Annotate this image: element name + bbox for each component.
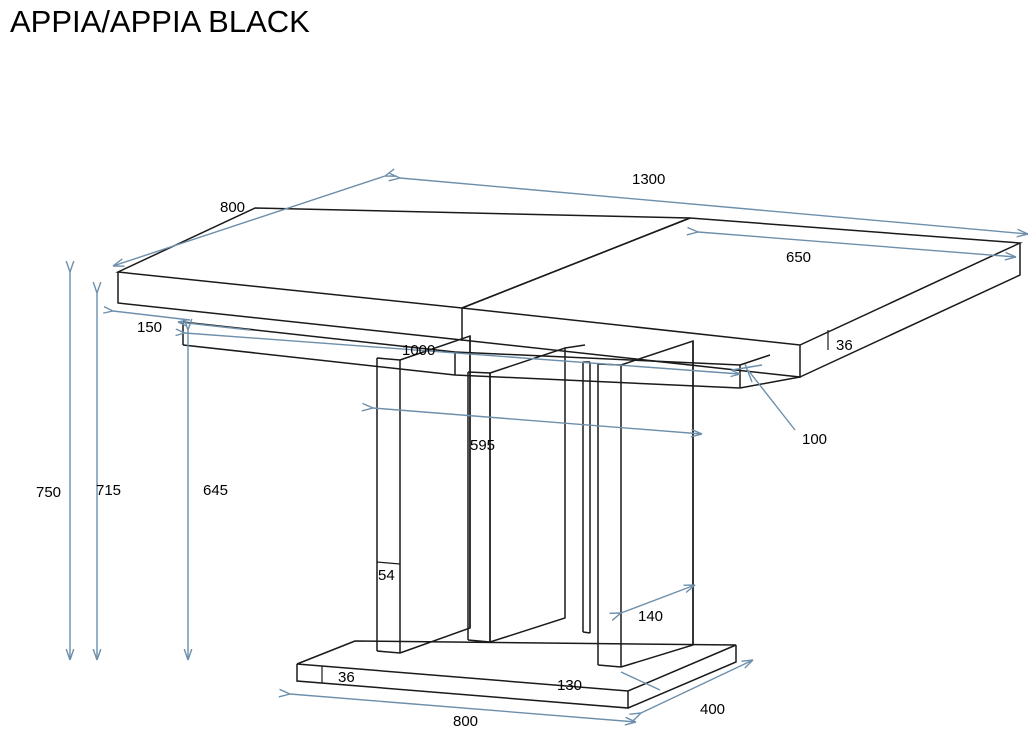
dim-line-width-1300: [400, 178, 1028, 234]
pedestal-center-panel: [467, 344, 586, 644]
page-title: APPIA/APPIA BLACK: [10, 4, 310, 39]
dim-line-base-inset-130: [620, 671, 661, 691]
label-panel-54: 54: [378, 567, 395, 584]
dim-line-apron-1000: [185, 333, 740, 374]
pedestal-inner-panel: [582, 361, 591, 634]
label-leaf-650: 650: [786, 249, 811, 266]
leader-line-edge-100: [747, 369, 796, 431]
leader-tick2-edge-100: [731, 364, 763, 371]
dim-line-base-depth-400: [641, 660, 753, 713]
label-depth-800: 800: [220, 199, 245, 216]
label-edge-100: 100: [802, 431, 827, 448]
dim-line-overhang-150a: [113, 311, 191, 321]
label-thickness-36: 36: [836, 337, 853, 354]
label-height-645: 645: [203, 482, 228, 499]
label-base-thickness-36: 36: [338, 669, 355, 686]
label-base-inset-130: 130: [557, 677, 582, 694]
label-depth-140: 140: [638, 608, 663, 625]
label-base-depth-400: 400: [700, 701, 725, 718]
label-height-750: 750: [36, 484, 61, 501]
label-overhang-150: 150: [137, 319, 162, 336]
dim-line-leaf-650: [698, 232, 1016, 257]
dim-line-overhang-150b: [178, 322, 251, 331]
dim-line-pedestal-595: [373, 408, 702, 434]
table-geometry: [115, 207, 1023, 709]
dim-line-depth-800: [113, 176, 385, 266]
label-apron-1000: 1000: [402, 342, 435, 359]
label-pedestal-595: 595: [470, 437, 495, 454]
dim-line-depth-140: [621, 585, 695, 613]
tabletop-main-panel: [115, 207, 691, 309]
base-plate: [296, 640, 737, 709]
label-height-715: 715: [96, 482, 121, 499]
dim-line-base-width-800: [290, 694, 636, 722]
dimension-arrows: [70, 176, 1028, 722]
label-width-1300: 1300: [632, 171, 665, 188]
pedestal-left-panel: [376, 334, 471, 654]
dimension-labels: 800 1300 650 36 150 1000 100 750 715 645…: [36, 171, 853, 730]
tabletop-extension-leaf: [461, 217, 1023, 346]
label-base-width-800: 800: [453, 713, 478, 730]
